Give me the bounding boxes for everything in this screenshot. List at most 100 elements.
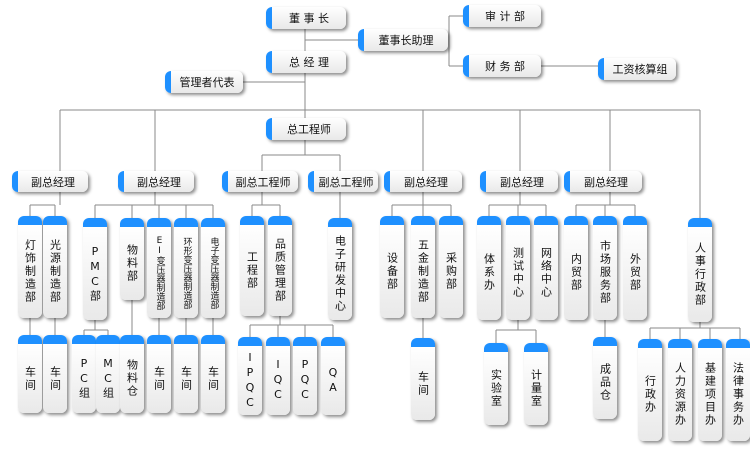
node-lamp-mfg[interactable]: 灯饰制造部 xyxy=(18,216,42,318)
node-label: PMC部 xyxy=(88,244,102,303)
node-workshop-5[interactable]: 车间 xyxy=(201,335,225,413)
node-light-source-mfg[interactable]: 光源制造部 xyxy=(43,216,67,318)
node-label: 采购部 xyxy=(444,252,458,291)
node-label: 工程部 xyxy=(245,251,259,290)
node-chairman[interactable]: 董 事 长 xyxy=(266,7,346,29)
node-label: PQC xyxy=(298,358,312,403)
node-electronic-rd[interactable]: 电子研发中心 xyxy=(328,218,352,320)
node-label: 电子研发中心 xyxy=(333,234,347,313)
node-electronic-transformer[interactable]: 电子变压器制造部 xyxy=(201,218,225,318)
node-system-office[interactable]: 体系办 xyxy=(477,216,501,320)
node-pqc[interactable]: PQC xyxy=(293,337,317,415)
node-label: 五金制造部 xyxy=(416,239,430,304)
node-hardware-mfg[interactable]: 五金制造部 xyxy=(411,216,435,318)
node-label: IPQC xyxy=(243,350,257,411)
node-ipqc[interactable]: IPQC xyxy=(238,337,262,415)
node-iqc[interactable]: IQC xyxy=(266,337,290,415)
node-warehouse[interactable]: 物料仓 xyxy=(120,335,144,413)
node-domestic-trade[interactable]: 内贸部 xyxy=(564,216,588,320)
node-finished-goods[interactable]: 成品仓 xyxy=(593,337,617,419)
node-label: 副总经理 xyxy=(404,175,448,189)
node-hr-admin[interactable]: 人事行政部 xyxy=(688,218,712,322)
node-payroll[interactable]: 工资核算组 xyxy=(598,58,676,80)
node-label: 灯饰制造部 xyxy=(23,239,37,304)
node-admin-office[interactable]: 行政办 xyxy=(638,339,662,441)
node-chief-engineer[interactable]: 总工程师 xyxy=(266,118,346,140)
node-vp3[interactable]: 副总经理 xyxy=(384,171,462,192)
node-legal[interactable]: 法律事务办 xyxy=(726,339,750,441)
node-workshop-2[interactable]: 车间 xyxy=(43,335,67,413)
node-mc-group[interactable]: MC组 xyxy=(96,335,120,413)
node-label: 董 事 长 xyxy=(289,12,329,25)
node-label: 人事行政部 xyxy=(693,242,707,307)
node-label: 工资核算组 xyxy=(612,63,668,76)
node-workshop-1[interactable]: 车间 xyxy=(18,335,42,413)
node-purchasing[interactable]: 采购部 xyxy=(439,216,463,318)
node-label: 副总经理 xyxy=(137,175,181,189)
node-label: 环形变压器制造部 xyxy=(181,236,192,309)
node-vp5[interactable]: 副总经理 xyxy=(564,171,642,192)
node-workshop-6[interactable]: 车间 xyxy=(411,338,435,420)
node-label: QA xyxy=(326,365,340,396)
node-label: PC组 xyxy=(77,357,91,400)
node-qa[interactable]: QA xyxy=(321,337,345,415)
node-vp4[interactable]: 副总经理 xyxy=(480,171,558,192)
node-pmc[interactable]: PMC部 xyxy=(83,218,107,320)
node-finance[interactable]: 财 务 部 xyxy=(463,55,541,77)
node-label: 物料仓 xyxy=(125,359,139,398)
node-label: 副总经理 xyxy=(584,175,628,189)
node-label: 管理者代表 xyxy=(179,76,235,89)
node-ei-transformer[interactable]: EI变压器制造部 xyxy=(147,218,171,318)
node-hr-office[interactable]: 人力资源办 xyxy=(668,339,692,441)
node-label: 计量室 xyxy=(529,369,543,408)
node-label: 行政办 xyxy=(643,375,657,414)
node-marketing[interactable]: 市场服务部 xyxy=(593,216,617,320)
node-label: 副总工程师 xyxy=(235,175,291,189)
node-label: 副总经理 xyxy=(31,175,75,189)
node-label: 外贸部 xyxy=(628,253,642,292)
node-materials[interactable]: 物料部 xyxy=(120,218,144,300)
node-label: 电子变压器制造部 xyxy=(208,236,219,309)
node-audit[interactable]: 审 计 部 xyxy=(463,5,541,27)
node-construction[interactable]: 基建项目办 xyxy=(698,339,722,441)
node-label: 内贸部 xyxy=(569,253,583,292)
node-toroid-transformer[interactable]: 环形变压器制造部 xyxy=(174,218,198,318)
node-label: 车间 xyxy=(179,365,193,392)
node-management-rep[interactable]: 管理者代表 xyxy=(165,71,243,93)
node-label: 测试中心 xyxy=(511,246,525,299)
node-label: 车间 xyxy=(206,365,220,392)
node-vp2[interactable]: 副总经理 xyxy=(118,171,194,192)
node-quality[interactable]: 品质管理部 xyxy=(268,216,292,316)
node-label: 物料部 xyxy=(125,244,139,283)
node-foreign-trade[interactable]: 外贸部 xyxy=(623,216,647,320)
node-label: 光源制造部 xyxy=(48,239,62,304)
node-label: 车间 xyxy=(152,365,166,392)
node-label: 法律事务办 xyxy=(731,362,745,427)
node-equipment[interactable]: 设备部 xyxy=(380,216,404,318)
node-vp1[interactable]: 副总经理 xyxy=(12,171,88,192)
node-workshop-4[interactable]: 车间 xyxy=(174,335,198,413)
node-label: 财 务 部 xyxy=(485,60,525,73)
node-label: 车间 xyxy=(23,365,37,392)
node-label: 车间 xyxy=(48,365,62,392)
node-vce2[interactable]: 副总工程师 xyxy=(308,171,378,192)
node-label: 设备部 xyxy=(385,252,399,291)
node-engineering[interactable]: 工程部 xyxy=(240,216,264,316)
node-label: 董事长助理 xyxy=(378,34,434,47)
node-test-center[interactable]: 测试中心 xyxy=(506,216,530,320)
node-label: 品质管理部 xyxy=(273,238,287,303)
node-metrology[interactable]: 计量室 xyxy=(524,343,548,425)
node-general-manager[interactable]: 总 经 理 xyxy=(266,51,346,73)
node-workshop-3[interactable]: 车间 xyxy=(147,335,171,413)
node-label: EI变压器制造部 xyxy=(154,235,165,310)
node-lab[interactable]: 实验室 xyxy=(484,343,508,425)
node-label: 网络中心 xyxy=(539,246,553,299)
node-network-center[interactable]: 网络中心 xyxy=(534,216,558,320)
node-pc-group[interactable]: PC组 xyxy=(72,335,96,413)
node-label: 体系办 xyxy=(482,253,496,292)
node-label: 成品仓 xyxy=(598,363,612,402)
node-chairman-assistant[interactable]: 董事长助理 xyxy=(358,29,448,51)
node-vce1[interactable]: 副总工程师 xyxy=(222,171,298,192)
node-label: 副总经理 xyxy=(500,175,544,189)
